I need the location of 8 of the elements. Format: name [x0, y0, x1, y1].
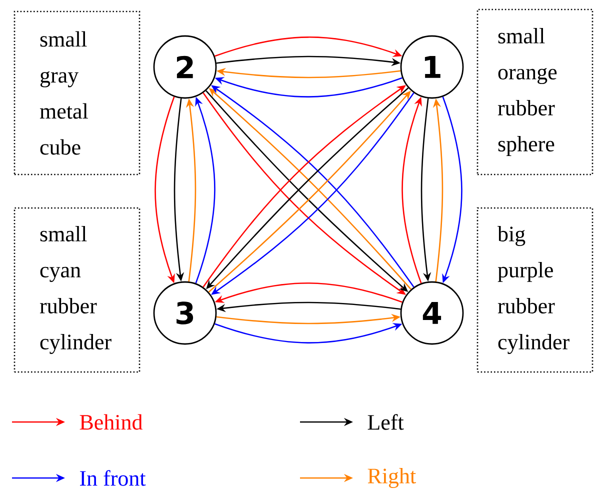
legend-text: Left [368, 414, 404, 430]
attribute-box: small gray metal cube [14, 10, 140, 176]
legend-text: Right [368, 468, 416, 488]
legend-text: In front [80, 470, 146, 486]
legend-text: Behind [80, 414, 142, 430]
attribute-box: small cyan rubber cylinder [14, 207, 140, 373]
attribute-box: small orange rubber sphere [476, 8, 594, 176]
attribute-box: big purple rubber cylinder [476, 207, 594, 373]
